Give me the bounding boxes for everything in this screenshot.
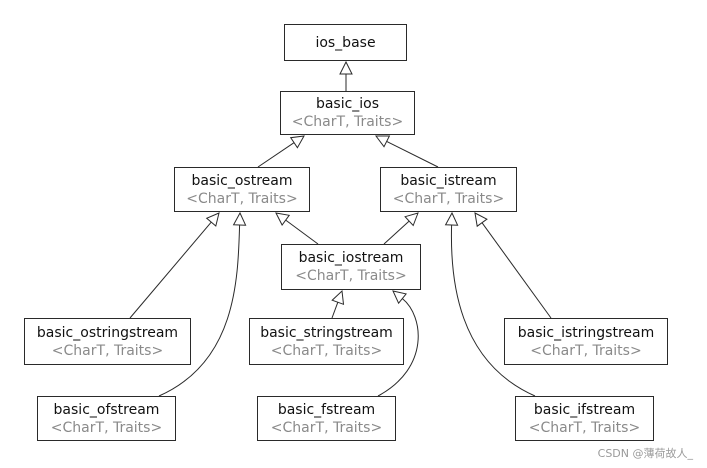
node-template-params: <CharT, Traits> bbox=[51, 342, 164, 359]
node-basic-ifstream: basic_ifstream <CharT, Traits> bbox=[515, 396, 654, 441]
edge-line bbox=[386, 140, 439, 168]
node-basic-ios: basic_ios <CharT, Traits> bbox=[280, 91, 415, 135]
node-template-params: <CharT, Traits> bbox=[291, 114, 404, 130]
node-basic-ofstream: basic_ofstream <CharT, Traits> bbox=[37, 396, 176, 441]
node-template-params: <CharT, Traits> bbox=[270, 419, 383, 436]
edge-line bbox=[481, 222, 552, 319]
edge-line bbox=[285, 219, 319, 245]
node-name: basic_iostream bbox=[298, 250, 404, 266]
node-basic-ostringstream: basic_ostringstream <CharT, Traits> bbox=[24, 318, 191, 365]
edge-basic_ifstream-to-basic_istream bbox=[444, 211, 536, 397]
node-name: basic_ostringstream bbox=[36, 324, 179, 341]
edge-basic_ios-to-ios_base bbox=[339, 60, 353, 91]
node-name: basic_ios bbox=[315, 96, 380, 112]
edge-basic_ostringstream-to-basic_ostream bbox=[129, 212, 220, 319]
inheritance-arrowhead bbox=[205, 212, 220, 227]
inheritance-arrowhead bbox=[289, 135, 305, 149]
edge-line bbox=[257, 142, 295, 168]
watermark-label: CSDN @薄荷故人_ bbox=[597, 447, 693, 460]
inheritance-arrowhead bbox=[474, 212, 488, 228]
node-name: basic_istringstream bbox=[517, 324, 655, 341]
node-template-params: <CharT, Traits> bbox=[530, 342, 642, 359]
node-name: basic_fstream bbox=[277, 401, 376, 418]
edge-basic_iostream-to-basic_ostream bbox=[275, 212, 319, 245]
node-template-params: <CharT, Traits> bbox=[270, 342, 383, 359]
node-basic-stringstream: basic_stringstream <CharT, Traits> bbox=[249, 318, 404, 365]
edge-basic_ofstream-to-basic_ostream bbox=[158, 211, 247, 397]
edge-basic_istringstream-to-basic_istream bbox=[474, 212, 552, 319]
node-name: basic_ostream bbox=[191, 172, 293, 189]
inheritance-arrowhead bbox=[375, 135, 391, 148]
node-name: ios_base bbox=[315, 34, 376, 51]
inheritance-arrowhead bbox=[339, 60, 353, 75]
node-template-params: <CharT, Traits> bbox=[392, 190, 505, 207]
node-name: basic_ofstream bbox=[53, 401, 160, 418]
edge-line bbox=[450, 224, 536, 397]
edge-basic_iostream-to-basic_istream bbox=[383, 212, 419, 245]
edge-basic_fstream-to-basic_iostream bbox=[377, 290, 419, 397]
edge-line bbox=[383, 220, 410, 245]
node-template-params: <CharT, Traits> bbox=[50, 419, 163, 436]
inheritance-arrowhead bbox=[232, 211, 247, 226]
inheritance-arrowhead bbox=[392, 290, 407, 305]
node-basic-istringstream: basic_istringstream <CharT, Traits> bbox=[504, 318, 668, 365]
node-template-params: <CharT, Traits> bbox=[186, 190, 298, 207]
node-basic-istream: basic_istream <CharT, Traits> bbox=[380, 167, 517, 212]
edge-basic_istream-to-basic_ios bbox=[375, 135, 439, 168]
node-basic-fstream: basic_fstream <CharT, Traits> bbox=[257, 396, 396, 441]
node-basic-iostream: basic_iostream <CharT, Traits> bbox=[281, 244, 421, 290]
node-name: basic_ifstream bbox=[533, 401, 636, 418]
inheritance-arrowhead bbox=[275, 212, 291, 226]
edge-line bbox=[331, 302, 339, 319]
node-name: basic_stringstream bbox=[260, 324, 393, 341]
node-ios-base: ios_base bbox=[284, 24, 407, 61]
node-template-params: <CharT, Traits> bbox=[295, 268, 407, 284]
node-basic-ostream: basic_ostream <CharT, Traits> bbox=[174, 167, 310, 212]
node-template-params: <CharT, Traits> bbox=[528, 419, 641, 436]
edge-line bbox=[129, 221, 212, 319]
inheritance-arrowhead bbox=[404, 212, 419, 227]
node-name: basic_istream bbox=[400, 172, 497, 189]
edge-basic_ostream-to-basic_ios bbox=[257, 135, 305, 168]
edge-basic_stringstream-to-basic_iostream bbox=[331, 289, 345, 319]
inheritance-arrowhead bbox=[444, 211, 459, 226]
edge-line bbox=[158, 224, 241, 397]
inheritance-arrowhead bbox=[331, 289, 345, 306]
edge-line bbox=[377, 298, 419, 397]
